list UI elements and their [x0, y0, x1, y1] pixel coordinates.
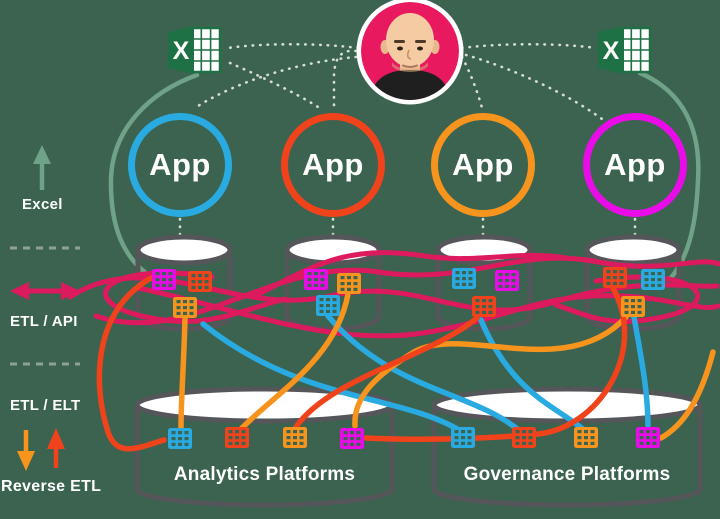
etl-api-line: [67, 275, 720, 313]
flow-line-red: [293, 315, 480, 430]
legend-excel-label: Excel: [22, 196, 63, 213]
app-circle-4: App: [583, 113, 687, 217]
app-label: App: [452, 147, 514, 182]
table-icon-blue: [452, 268, 476, 289]
avatar-head: [386, 13, 434, 67]
flow-line-orange: [658, 349, 716, 441]
dotted-excel-to-app2: [228, 61, 320, 109]
flow-line-blue: [325, 313, 524, 435]
excel-left-to-warehouse1-line: [108, 72, 200, 279]
table-icon-magenta: [152, 269, 176, 290]
dotted-avatar-to-app3: [460, 55, 484, 110]
dotted-avatar-to-excel-right: [460, 42, 598, 50]
table-icon-red: [512, 427, 536, 448]
table-icon-magenta: [304, 269, 328, 290]
table-icon-blue: [641, 269, 665, 290]
flow-line-red: [363, 285, 628, 442]
legend-etl-api-arrow: [10, 282, 80, 300]
table-icon-red: [188, 271, 212, 292]
legend-reverse-etl-label: Reverse ETL: [1, 478, 102, 495]
table-icon-orange: [283, 427, 307, 448]
table-icon-red: [225, 427, 249, 448]
excel-icon-left: X: [168, 26, 222, 74]
legend-reverse-etl-arrows: [17, 428, 65, 471]
analytics-platform-label: Analytics Platforms: [173, 464, 356, 485]
table-icon-orange: [621, 296, 645, 317]
table-icon-blue: [168, 428, 192, 449]
table-icon-blue: [316, 295, 340, 316]
app-circle-1: App: [128, 113, 232, 217]
dotted-avatar-to-excel-left: [226, 42, 360, 50]
legend-excel-arrow: [33, 145, 51, 190]
flow-line-red: [96, 275, 167, 452]
etl-elt-flow-lines: [96, 275, 716, 452]
excel-right-to-warehouse4-line: [637, 70, 701, 282]
flow-line-blue: [631, 314, 651, 430]
app-circle-3: App: [431, 113, 535, 217]
dotted-avatar-to-app2: [332, 49, 358, 112]
flow-line-orange: [178, 315, 188, 431]
excel-x-letter: X: [603, 37, 620, 65]
app-circle-2: App: [281, 113, 385, 217]
etl-api-line: [252, 250, 569, 299]
table-icon-red: [472, 296, 496, 317]
excel-flow-lines: [108, 70, 701, 282]
app-label: App: [302, 147, 364, 182]
table-icon-magenta: [340, 428, 364, 449]
table-icon-orange: [173, 297, 197, 318]
etl-api-line: [93, 255, 720, 326]
table-icon-orange: [574, 427, 598, 448]
table-icon-blue: [451, 427, 475, 448]
avatar-stubble: [392, 62, 428, 72]
user-avatar: [356, 0, 464, 105]
governance-platform-cylinder: [431, 386, 703, 508]
excel-icon-right: X: [598, 26, 652, 74]
table-icon-red: [603, 267, 627, 288]
governance-platform-label: Governance Platforms: [463, 464, 671, 485]
legend-etl-elt-label: ETL / ELT: [10, 397, 81, 414]
app-label: App: [149, 147, 211, 182]
dotted-avatar-to-app4: [464, 53, 604, 121]
legend-etl-api-label: ETL / API: [10, 313, 78, 330]
dotted-avatar-to-app1: [196, 55, 358, 108]
table-icon-magenta: [495, 270, 519, 291]
flow-line-blue: [200, 321, 462, 433]
flow-line-orange: [238, 291, 351, 432]
table-icon-orange: [337, 273, 361, 294]
excel-x-letter: X: [173, 37, 190, 65]
app-label: App: [604, 147, 666, 182]
table-icon-magenta: [636, 427, 660, 448]
etl-api-loop-left: [103, 270, 288, 324]
